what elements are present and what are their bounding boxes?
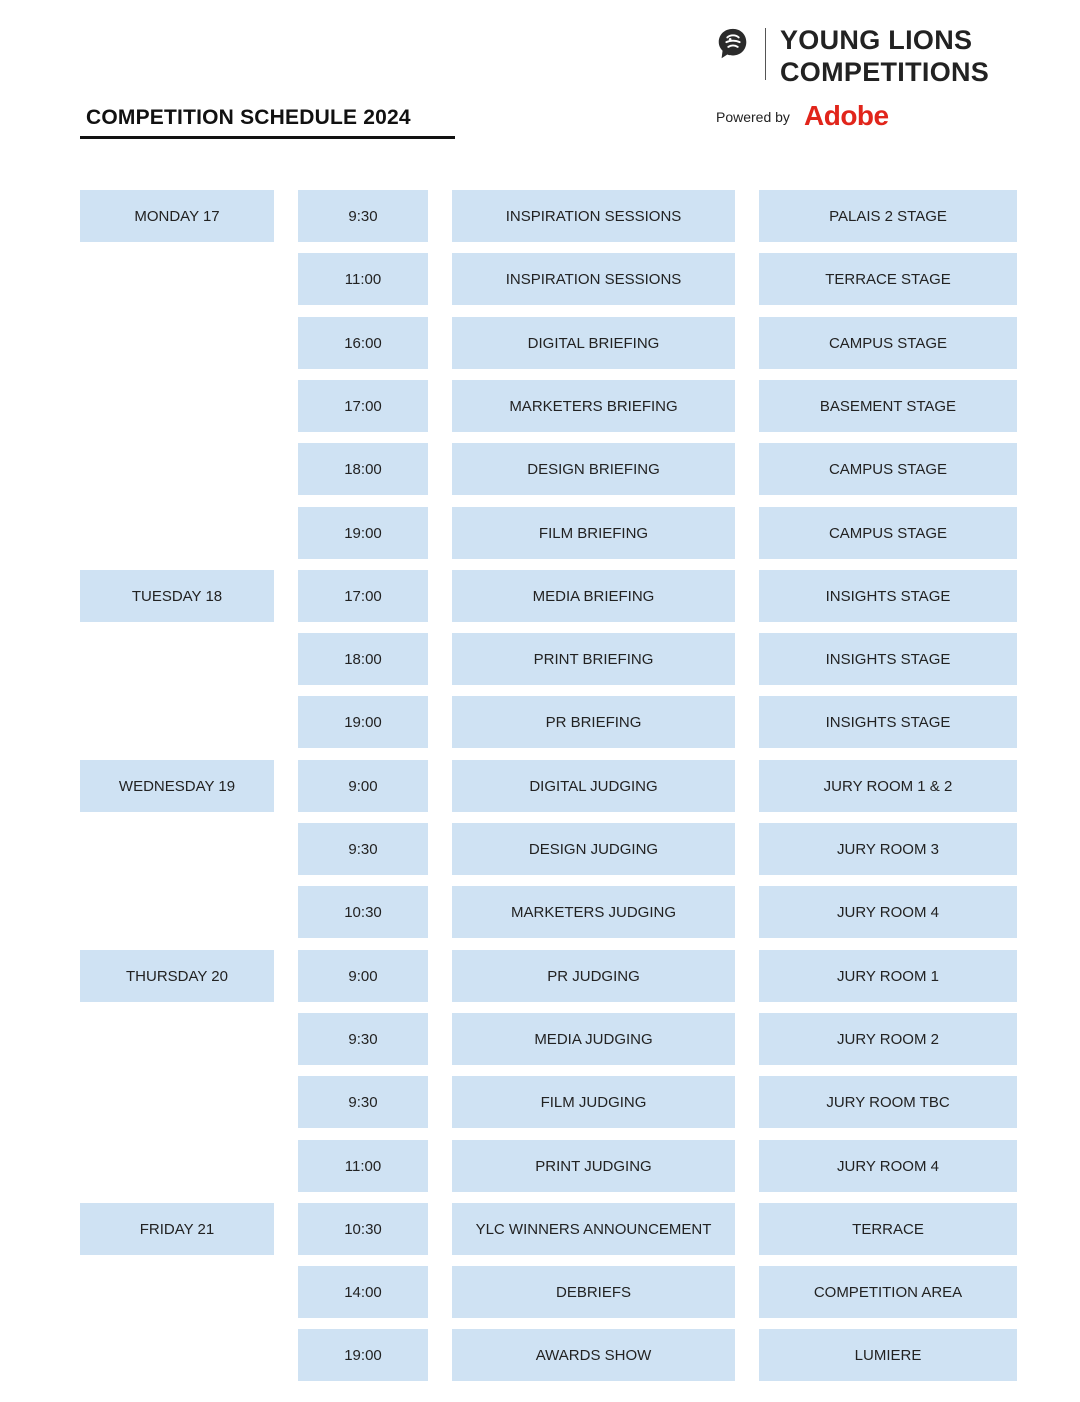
event-cell: PRINT BRIEFING: [452, 633, 735, 685]
time-cell: 9:30: [298, 190, 428, 242]
logo-line-1: YOUNG LIONS: [780, 25, 973, 55]
time-cell: 11:00: [298, 1140, 428, 1192]
time-cell: 9:00: [298, 950, 428, 1002]
time-cell: 10:30: [298, 1203, 428, 1255]
event-cell: MEDIA JUDGING: [452, 1013, 735, 1065]
event-cell: MEDIA BRIEFING: [452, 570, 735, 622]
lion-head-icon: [718, 28, 747, 59]
venue-cell: CAMPUS STAGE: [759, 507, 1017, 559]
event-cell: DEBRIEFS: [452, 1266, 735, 1318]
venue-cell: CAMPUS STAGE: [759, 317, 1017, 369]
logo-text: YOUNG LIONS COMPETITIONS: [780, 24, 989, 88]
time-cell: 19:00: [298, 1329, 428, 1381]
venue-cell: JURY ROOM TBC: [759, 1076, 1017, 1128]
event-cell: INSPIRATION SESSIONS: [452, 253, 735, 305]
time-cell: 10:30: [298, 886, 428, 938]
time-cell: 9:30: [298, 1013, 428, 1065]
event-cell: AWARDS SHOW: [452, 1329, 735, 1381]
event-cell: FILM BRIEFING: [452, 507, 735, 559]
venue-cell: INSIGHTS STAGE: [759, 633, 1017, 685]
venue-cell: TERRACE STAGE: [759, 253, 1017, 305]
time-cell: 11:00: [298, 253, 428, 305]
venue-cell: LUMIERE: [759, 1329, 1017, 1381]
venue-cell: JURY ROOM 4: [759, 886, 1017, 938]
time-cell: 14:00: [298, 1266, 428, 1318]
day-cell: TUESDAY 18: [80, 570, 274, 622]
logo-divider: [765, 28, 766, 80]
time-cell: 18:00: [298, 443, 428, 495]
time-cell: 17:00: [298, 380, 428, 432]
venue-cell: PALAIS 2 STAGE: [759, 190, 1017, 242]
powered-by-block: Powered by Adobe: [716, 100, 916, 134]
sponsor-logo: Adobe: [804, 100, 889, 131]
event-cell: MARKETERS BRIEFING: [452, 380, 735, 432]
time-cell: 19:00: [298, 507, 428, 559]
event-cell: FILM JUDGING: [452, 1076, 735, 1128]
page-title: COMPETITION SCHEDULE 2024: [86, 106, 411, 129]
time-cell: 17:00: [298, 570, 428, 622]
time-cell: 9:00: [298, 760, 428, 812]
title-underline: [80, 136, 455, 139]
venue-cell: COMPETITION AREA: [759, 1266, 1017, 1318]
day-cell: THURSDAY 20: [80, 950, 274, 1002]
event-cell: PR JUDGING: [452, 950, 735, 1002]
venue-cell: BASEMENT STAGE: [759, 380, 1017, 432]
event-cell: MARKETERS JUDGING: [452, 886, 735, 938]
venue-cell: JURY ROOM 1: [759, 950, 1017, 1002]
venue-cell: TERRACE: [759, 1203, 1017, 1255]
event-cell: INSPIRATION SESSIONS: [452, 190, 735, 242]
venue-cell: JURY ROOM 2: [759, 1013, 1017, 1065]
event-cell: DIGITAL BRIEFING: [452, 317, 735, 369]
venue-cell: JURY ROOM 1 & 2: [759, 760, 1017, 812]
day-cell: MONDAY 17: [80, 190, 274, 242]
event-cell: YLC WINNERS ANNOUNCEMENT: [452, 1203, 735, 1255]
time-cell: 9:30: [298, 1076, 428, 1128]
ylc-logo: YOUNG LIONS COMPETITIONS: [714, 24, 1014, 87]
time-cell: 19:00: [298, 696, 428, 748]
time-cell: 16:00: [298, 317, 428, 369]
powered-by-label: Powered by: [716, 109, 790, 125]
venue-cell: INSIGHTS STAGE: [759, 570, 1017, 622]
time-cell: 18:00: [298, 633, 428, 685]
venue-cell: JURY ROOM 3: [759, 823, 1017, 875]
venue-cell: JURY ROOM 4: [759, 1140, 1017, 1192]
day-cell: WEDNESDAY 19: [80, 760, 274, 812]
event-cell: DIGITAL JUDGING: [452, 760, 735, 812]
venue-cell: CAMPUS STAGE: [759, 443, 1017, 495]
logo-line-2: COMPETITIONS: [780, 57, 990, 87]
venue-cell: INSIGHTS STAGE: [759, 696, 1017, 748]
event-cell: DESIGN BRIEFING: [452, 443, 735, 495]
event-cell: DESIGN JUDGING: [452, 823, 735, 875]
time-cell: 9:30: [298, 823, 428, 875]
day-cell: FRIDAY 21: [80, 1203, 274, 1255]
event-cell: PRINT JUDGING: [452, 1140, 735, 1192]
event-cell: PR BRIEFING: [452, 696, 735, 748]
